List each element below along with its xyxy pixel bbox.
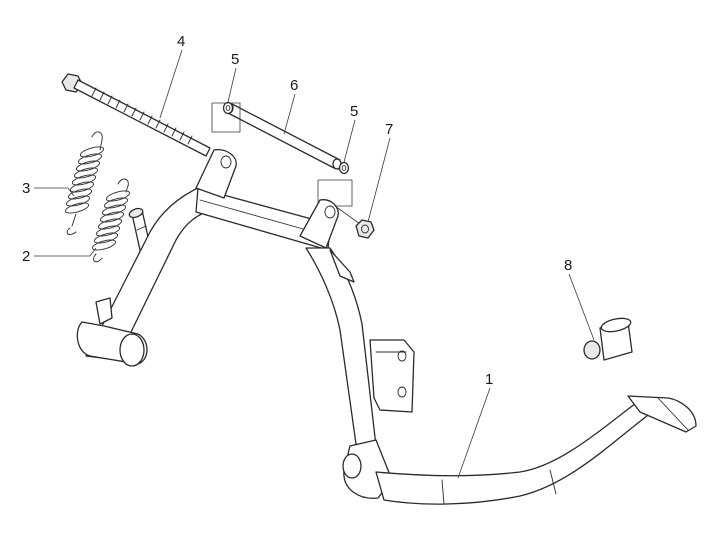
spring-upper [64, 131, 105, 235]
washer-right [338, 161, 350, 175]
assembly-bracket-upper [211, 102, 241, 133]
callout-4: 4 [177, 33, 185, 50]
callout-1: 1 [485, 371, 493, 388]
callout-2: 2 [22, 248, 30, 265]
rubber-buffer [583, 317, 633, 361]
callout-7: 7 [385, 121, 393, 138]
assembly-bracket-lower [317, 179, 361, 225]
pin [224, 102, 342, 170]
callout-5-left: 5 [231, 51, 239, 68]
callout-6: 6 [290, 77, 298, 94]
bolt [61, 73, 211, 157]
nut [355, 219, 375, 239]
spring-lower [91, 178, 131, 263]
callout-labels: 4 5 6 5 7 3 2 8 1 [22, 33, 572, 388]
washer-left [222, 101, 234, 115]
callout-3: 3 [22, 180, 30, 197]
callout-8: 8 [564, 257, 572, 274]
callout-5-right: 5 [350, 103, 358, 120]
stand-frame [76, 149, 697, 505]
leader-lines [34, 49, 595, 479]
